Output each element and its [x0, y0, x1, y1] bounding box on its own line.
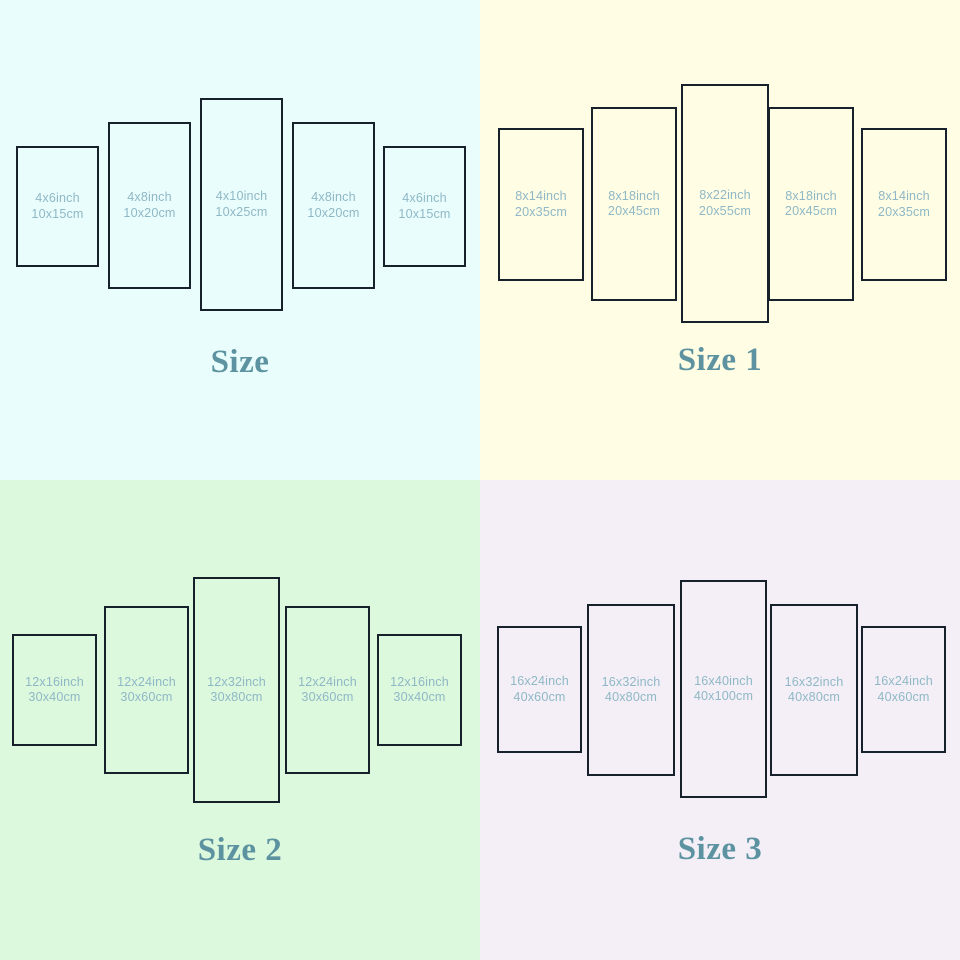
panel-size-centimetres: 20x45cm	[607, 204, 661, 218]
panel-size-inches: 4x10inch	[215, 189, 268, 203]
panel-size-inches: 4x8inch	[311, 190, 356, 204]
size-variant-title: Size 3	[677, 831, 763, 867]
panel-size-inches: 12x16inch	[25, 674, 84, 689]
panel-size-centimetres: 40x80cm	[604, 690, 658, 704]
panel-size-inches: 16x40inch	[694, 673, 753, 688]
size-variant-title: Size 2	[197, 832, 283, 868]
panel-size-inches: 4x8inch	[127, 190, 172, 204]
panel-size-inches: 16x24inch	[510, 674, 569, 688]
panel-size-centimetres: 10x15cm	[398, 206, 451, 221]
panel-size-inches: 12x32inch	[207, 674, 266, 689]
panel-size-centimetres: 20x45cm	[784, 204, 838, 218]
panel-size-centimetres: 10x20cm	[307, 205, 360, 220]
panel-size-centimetres: 20x35cm	[877, 204, 931, 219]
panel-size-inches: 8x18inch	[608, 188, 660, 203]
size-variant-title: Size	[210, 344, 270, 380]
panel-size-inches: 8x14inch	[515, 189, 567, 203]
panel-size-inches: 16x24inch	[874, 674, 933, 688]
panel-size-inches: 12x16inch	[390, 674, 449, 689]
panel-size-centimetres: 40x80cm	[787, 690, 841, 704]
panel-size-centimetres: 20x55cm	[698, 203, 752, 218]
panel-size-inches: 12x24inch	[298, 674, 357, 689]
panel-size-inches: 4x6inch	[402, 191, 447, 205]
size-variant-title: Size 1	[677, 342, 763, 378]
panel-size-centimetres: 30x40cm	[393, 690, 446, 704]
panel-size-inches: 16x32inch	[601, 674, 661, 689]
panel-size-centimetres: 30x80cm	[210, 690, 263, 704]
panel-size-centimetres: 20x35cm	[514, 204, 568, 219]
panel-size-inches: 8x22inch	[699, 188, 751, 202]
panel-size-centimetres: 40x60cm	[877, 689, 930, 704]
panel-size-centimetres: 30x60cm	[120, 690, 173, 704]
panel-size-inches: 12x24inch	[117, 674, 176, 689]
panel-size-centimetres: 10x25cm	[215, 204, 268, 219]
panel-size-inches: 8x14inch	[878, 189, 930, 203]
panel-size-centimetres: 10x15cm	[31, 206, 84, 221]
panel-size-inches: 4x6inch	[35, 191, 80, 205]
panel-size-centimetres: 40x60cm	[513, 689, 566, 704]
panel-size-inches: 16x32inch	[784, 674, 844, 689]
panel-size-centimetres: 30x60cm	[301, 690, 354, 704]
panel-size-inches: 8x18inch	[785, 188, 837, 203]
panel-size-centimetres: 10x20cm	[123, 205, 176, 220]
panel-size-centimetres: 40x100cm	[693, 689, 754, 703]
panel-size-centimetres: 30x40cm	[28, 690, 81, 704]
